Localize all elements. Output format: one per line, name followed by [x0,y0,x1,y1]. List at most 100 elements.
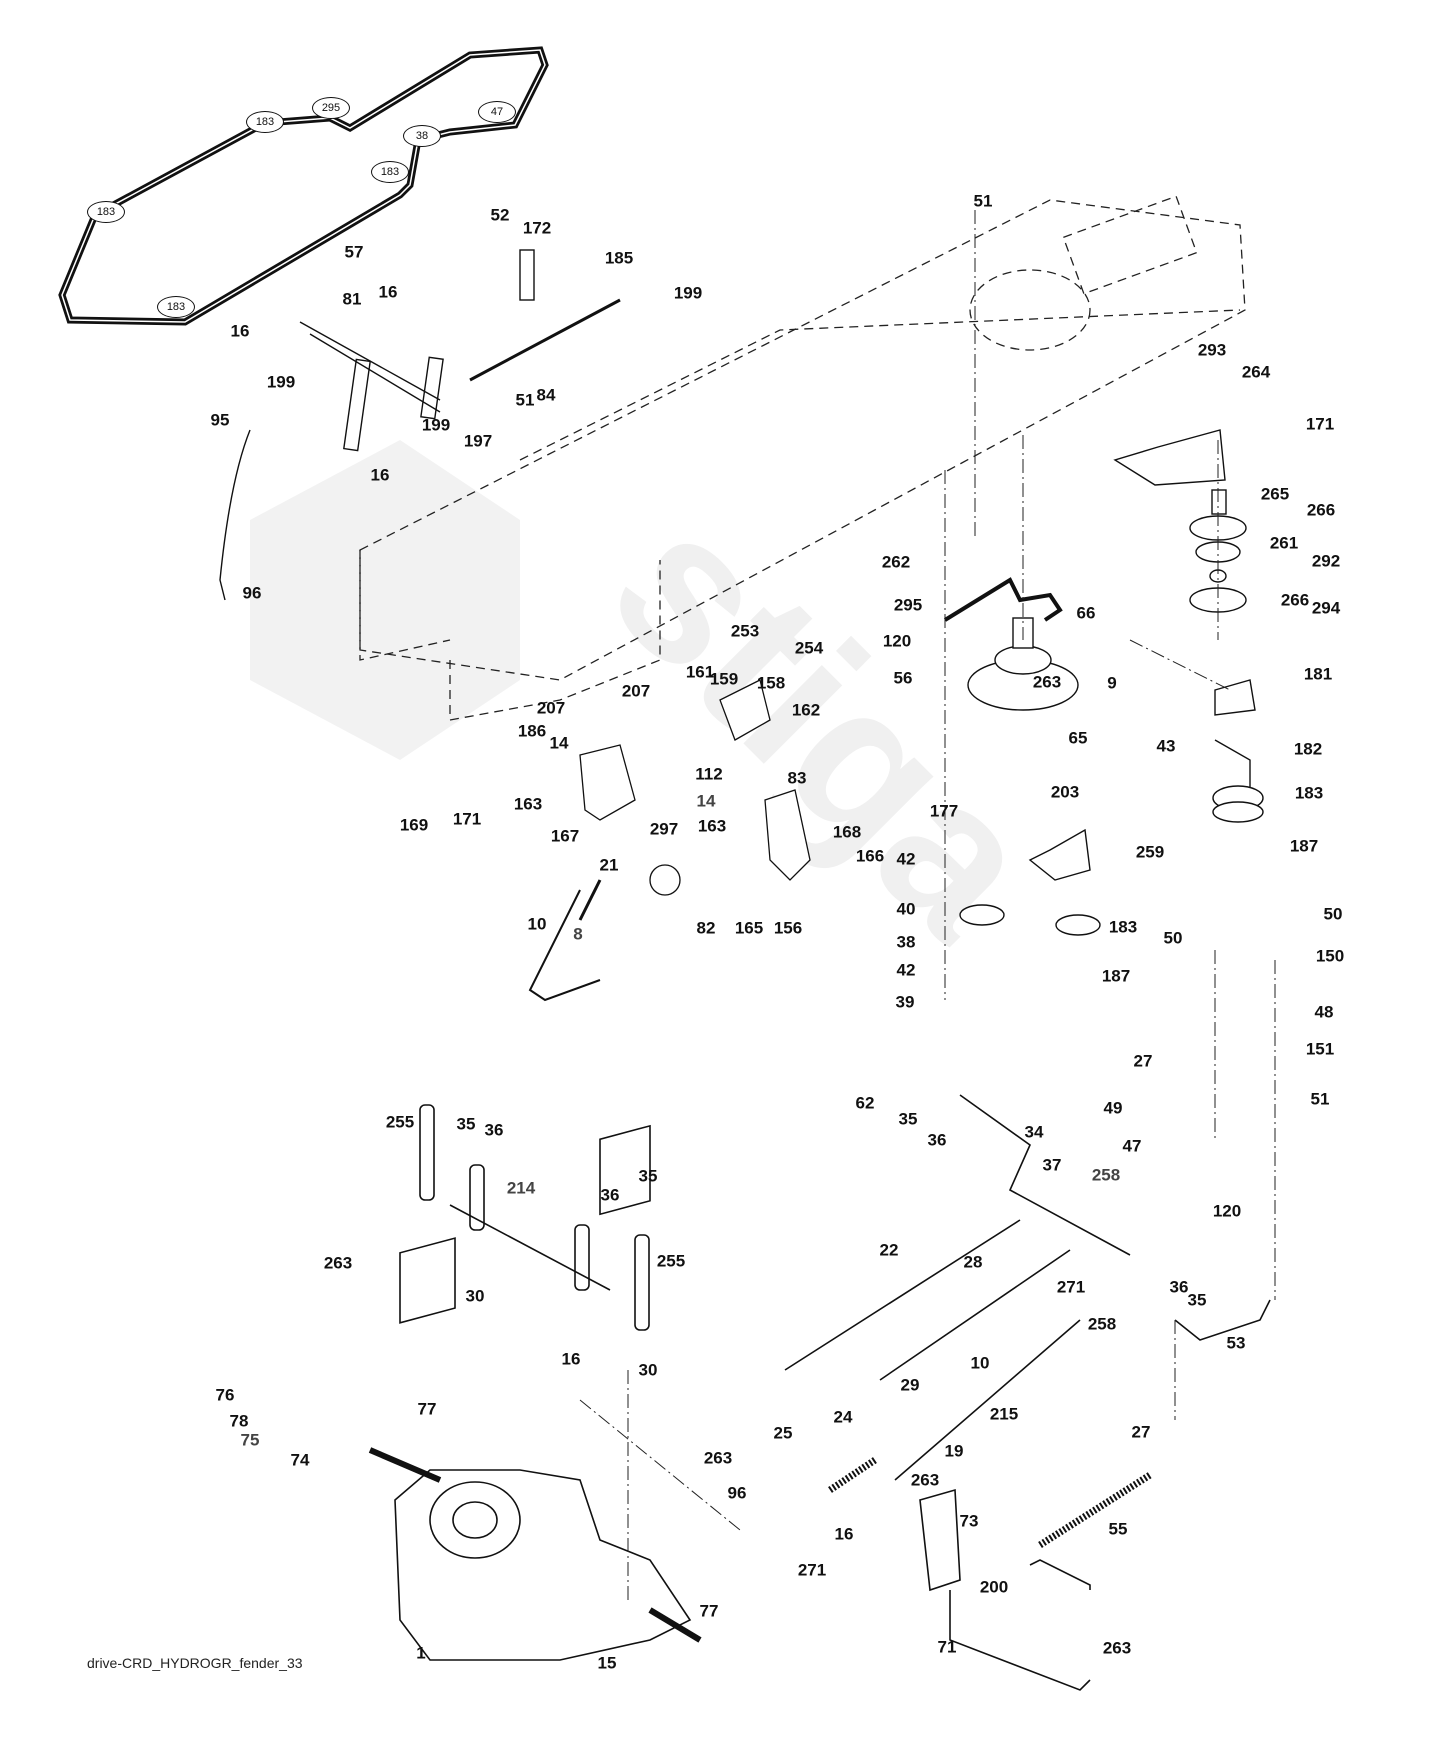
part-callout-label[interactable]: 10 [527,914,547,934]
part-callout-label[interactable]: 186 [517,721,547,741]
part-callout-label[interactable]: 168 [832,822,862,842]
part-callout-label[interactable]: 9 [1107,673,1117,693]
part-callout-label[interactable]: 162 [791,700,821,720]
part-callout-label[interactable]: 95 [210,410,230,430]
part-callout-label[interactable]: 39 [895,992,915,1012]
part-callout-label[interactable]: 36 [600,1185,620,1205]
part-callout-label[interactable]: 49 [1103,1098,1123,1118]
part-callout-label[interactable]: 14 [549,733,569,753]
part-callout-label[interactable]: 16 [230,321,250,341]
belt-pulley-label[interactable]: 47 [478,101,516,123]
part-callout-label[interactable]: 253 [730,621,760,641]
part-callout-label[interactable]: 263 [323,1253,353,1273]
part-callout-label[interactable]: 21 [599,855,619,875]
part-callout-label[interactable]: 77 [699,1601,719,1621]
belt-pulley-label[interactable]: 183 [87,201,125,223]
part-callout-label[interactable]: 159 [709,669,739,689]
part-callout-label[interactable]: 66 [1076,603,1096,623]
part-callout-label[interactable]: 199 [673,283,703,303]
part-callout-label[interactable]: 10 [970,1353,990,1373]
part-callout-label[interactable]: 27 [1131,1422,1151,1442]
part-callout-label[interactable]: 35 [638,1166,658,1186]
part-callout-label[interactable]: 50 [1323,904,1343,924]
part-callout-label[interactable]: 177 [929,801,959,821]
part-callout-label[interactable]: 263 [1032,672,1062,692]
part-callout-label[interactable]: 258 [1091,1165,1121,1185]
part-callout-label[interactable]: 30 [465,1286,485,1306]
part-callout-label[interactable]: 15 [597,1653,617,1673]
part-callout-label[interactable]: 36 [927,1130,947,1150]
part-callout-label[interactable]: 167 [550,826,580,846]
part-callout-label[interactable]: 50 [1163,928,1183,948]
part-callout-label[interactable]: 181 [1303,664,1333,684]
part-callout-label[interactable]: 35 [456,1114,476,1134]
part-callout-label[interactable]: 187 [1289,836,1319,856]
part-callout-label[interactable]: 262 [881,552,911,572]
part-callout-label[interactable]: 156 [773,918,803,938]
part-callout-label[interactable]: 199 [421,415,451,435]
part-callout-label[interactable]: 42 [896,960,916,980]
part-callout-label[interactable]: 183 [1294,783,1324,803]
part-callout-label[interactable]: 151 [1305,1039,1335,1059]
part-callout-label[interactable]: 294 [1311,598,1341,618]
part-callout-label[interactable]: 264 [1241,362,1271,382]
part-callout-label[interactable]: 263 [703,1448,733,1468]
part-callout-label[interactable]: 265 [1260,484,1290,504]
part-callout-label[interactable]: 55 [1108,1519,1128,1539]
belt-pulley-label[interactable]: 295 [312,97,350,119]
part-callout-label[interactable]: 185 [604,248,634,268]
part-callout-label[interactable]: 51 [515,390,535,410]
part-callout-label[interactable]: 19 [944,1441,964,1461]
part-callout-label[interactable]: 53 [1226,1333,1246,1353]
part-callout-label[interactable]: 78 [229,1411,249,1431]
part-callout-label[interactable]: 255 [385,1112,415,1132]
part-callout-label[interactable]: 16 [834,1524,854,1544]
part-callout-label[interactable]: 263 [910,1470,940,1490]
part-callout-label[interactable]: 62 [855,1093,875,1113]
part-callout-label[interactable]: 207 [536,698,566,718]
part-callout-label[interactable]: 293 [1197,340,1227,360]
part-callout-label[interactable]: 71 [937,1637,957,1657]
part-callout-label[interactable]: 36 [484,1120,504,1140]
part-callout-label[interactable]: 52 [490,205,510,225]
part-callout-label[interactable]: 16 [370,465,390,485]
part-callout-label[interactable]: 42 [896,849,916,869]
part-callout-label[interactable]: 14 [696,791,716,811]
part-callout-label[interactable]: 16 [378,282,398,302]
part-callout-label[interactable]: 25 [773,1423,793,1443]
part-callout-label[interactable]: 27 [1133,1051,1153,1071]
part-callout-label[interactable]: 36 [1169,1277,1189,1297]
part-callout-label[interactable]: 214 [506,1178,536,1198]
part-callout-label[interactable]: 112 [695,764,723,784]
part-callout-label[interactable]: 172 [522,218,552,238]
part-callout-label[interactable]: 207 [621,681,651,701]
belt-pulley-label[interactable]: 183 [371,161,409,183]
part-callout-label[interactable]: 37 [1042,1155,1062,1175]
part-callout-label[interactable]: 74 [290,1450,310,1470]
part-callout-label[interactable]: 75 [240,1430,260,1450]
part-callout-label[interactable]: 215 [989,1404,1019,1424]
part-callout-label[interactable]: 200 [979,1577,1009,1597]
part-callout-label[interactable]: 30 [638,1360,658,1380]
part-callout-label[interactable]: 96 [727,1483,747,1503]
part-callout-label[interactable]: 163 [513,794,543,814]
part-callout-label[interactable]: 28 [963,1252,983,1272]
part-callout-label[interactable]: 57 [344,242,364,262]
part-callout-label[interactable]: 73 [959,1511,979,1531]
part-callout-label[interactable]: 40 [896,899,916,919]
part-callout-label[interactable]: 297 [649,819,679,839]
part-callout-label[interactable]: 182 [1293,739,1323,759]
part-callout-label[interactable]: 1 [416,1643,426,1663]
part-callout-label[interactable]: 51 [973,191,993,211]
part-callout-label[interactable]: 254 [794,638,824,658]
part-callout-label[interactable]: 51 [1310,1089,1330,1109]
part-callout-label[interactable]: 120 [1212,1201,1242,1221]
part-callout-label[interactable]: 255 [656,1251,686,1271]
part-callout-label[interactable]: 43 [1156,736,1176,756]
part-callout-label[interactable]: 35 [898,1109,918,1129]
part-callout-label[interactable]: 77 [417,1399,437,1419]
part-callout-label[interactable]: 271 [1056,1277,1086,1297]
part-callout-label[interactable]: 22 [879,1240,899,1260]
part-callout-label[interactable]: 38 [896,932,916,952]
part-callout-label[interactable]: 65 [1068,728,1088,748]
